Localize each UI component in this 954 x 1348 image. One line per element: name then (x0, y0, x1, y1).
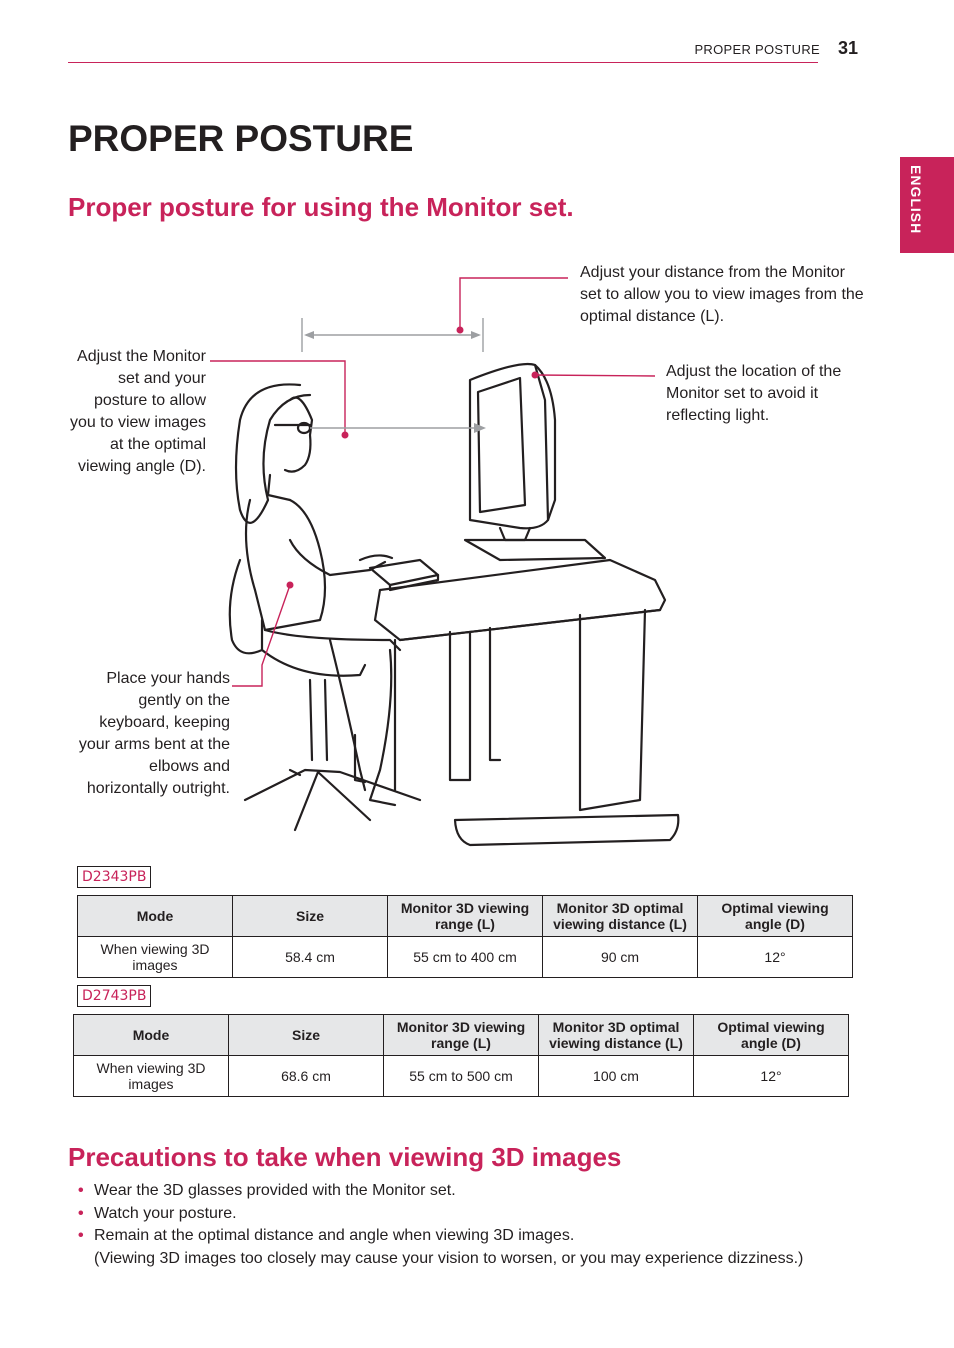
posture-illustration (210, 277, 680, 847)
page-number: 31 (838, 38, 859, 58)
desk-top (373, 558, 667, 642)
table-header-cell: Mode (73, 1014, 229, 1056)
table-cell: 12° (693, 1055, 849, 1097)
table-header-cell: Monitor 3D viewing range (L) (383, 1014, 539, 1056)
table-header-cell: Size (232, 895, 388, 937)
spec-table-d2343pb: Mode Size Monitor 3D viewing range (L) M… (77, 895, 853, 978)
section-heading-precautions: Precautions to take when viewing 3D imag… (68, 1142, 622, 1172)
list-item-text: Wear the 3D glasses provided with the Mo… (94, 1182, 456, 1199)
distance-arrow-left (304, 331, 314, 339)
monitor-back (468, 362, 550, 530)
chair-base (243, 768, 422, 832)
caption-location: Adjust the location of the Monitor set t… (666, 363, 842, 424)
list-item: • Wear the 3D glasses provided with the … (78, 1180, 803, 1203)
callout-hands-dot (286, 581, 294, 589)
list-item-text: Remain at the optimal distance and angle… (94, 1227, 575, 1244)
callout-hands-line (232, 584, 291, 687)
table-header-cell: Optimal viewing angle (D) (693, 1014, 849, 1056)
caption-hands: Place your hands gently on the keyboard,… (78, 670, 230, 797)
table-cell: 68.6 cm (228, 1055, 384, 1097)
table-cell: When viewing 3D images (77, 936, 233, 978)
precautions-list: • Wear the 3D glasses provided with the … (78, 1180, 803, 1270)
monitor-screen (476, 376, 527, 514)
woman-thigh (263, 628, 402, 652)
chair-post (308, 678, 329, 762)
header-divider (68, 62, 818, 63)
bullet-marker: • (78, 1204, 84, 1222)
woman-hand (358, 554, 394, 562)
desk-front-edge (398, 608, 662, 642)
woman-torso (244, 498, 327, 632)
language-tab: ENGLISH (900, 157, 954, 253)
woman-leg (368, 648, 397, 807)
model-tag-d2743pb: D2743PB (77, 985, 152, 1007)
callout-location-line (534, 374, 656, 377)
table-cell: 55 cm to 500 cm (383, 1055, 539, 1097)
table-cell: When viewing 3D images (73, 1055, 229, 1097)
woman-hair (234, 383, 312, 524)
callout-distance-line (459, 277, 568, 330)
monitor-stand-neck (498, 526, 532, 542)
table-row: When viewing 3D images 58.4 cm 55 cm to … (77, 936, 853, 978)
table-cell: 55 cm to 400 cm (387, 936, 543, 978)
table-header-cell: Mode (77, 895, 233, 937)
list-item: • Watch your posture. (78, 1203, 803, 1226)
caption-angle: Adjust the Monitor set and your posture … (69, 348, 206, 475)
desk-left-panel (448, 630, 472, 782)
table-cell: 100 cm (538, 1055, 694, 1097)
woman-arm (288, 538, 387, 577)
bullet-marker: • (78, 1227, 84, 1244)
distance-arrow-right (471, 331, 481, 339)
monitor-side (533, 363, 557, 522)
table-row: When viewing 3D images 68.6 cm 55 cm to … (73, 1055, 849, 1097)
callout-location-dot (531, 371, 539, 379)
model-tag-d2343pb: D2343PB (77, 866, 152, 888)
chair-back (228, 558, 264, 655)
section-heading-posture: Proper posture for using the Monitor set… (68, 192, 574, 222)
page-title: PROPER POSTURE (68, 118, 414, 159)
table-header-cell: Monitor 3D viewing range (L) (387, 895, 543, 937)
language-tab-label: ENGLISH (908, 165, 924, 235)
caption-distance: Adjust your distance from the Monitor se… (580, 264, 864, 325)
table-header-cell: Optimal viewing angle (D) (697, 895, 853, 937)
keyboard-front (388, 573, 440, 592)
list-item-note: (Viewing 3D images too closely may cause… (94, 1249, 804, 1267)
woman-leg-back (328, 638, 367, 792)
list-item-text: Watch your posture. (94, 1204, 237, 1222)
header-section-title: PROPER POSTURE (694, 42, 820, 57)
table-header-row: Mode Size Monitor 3D viewing range (L) M… (77, 895, 853, 937)
bullet-marker: • (78, 1182, 84, 1199)
table-header-cell: Monitor 3D optimal viewing distance (L) (538, 1014, 694, 1056)
desk-inner-leg (488, 626, 502, 762)
chair-seat (260, 648, 367, 677)
desk-right-leg (578, 608, 647, 812)
woman-face (283, 396, 314, 473)
table-cell: 12° (697, 936, 853, 978)
callout-distance-dot (456, 326, 464, 334)
sight-arrow (474, 423, 486, 433)
monitor-stand-base (463, 538, 607, 562)
table-header-cell: Size (228, 1014, 384, 1056)
table-cell: 58.4 cm (232, 936, 388, 978)
spec-table-d2743pb: Mode Size Monitor 3D viewing range (L) M… (73, 1014, 849, 1097)
woman-neck (266, 473, 292, 502)
desk-foot (453, 813, 680, 847)
woman-glasses (273, 421, 312, 435)
table-header-row: Mode Size Monitor 3D viewing range (L) M… (73, 1014, 849, 1056)
table-cell: 90 cm (542, 936, 698, 978)
list-item: • Remain at the optimal distance and ang… (78, 1225, 803, 1270)
table-header-cell: Monitor 3D optimal viewing distance (L) (542, 895, 698, 937)
callout-angle-dot (341, 431, 349, 439)
callout-angle-line (210, 360, 346, 435)
